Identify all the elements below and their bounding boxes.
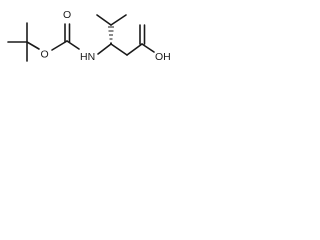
backbone xyxy=(97,43,143,56)
chemical-structure-diagram: O O HN xyxy=(7,9,171,63)
bond-chiral-ch2 xyxy=(110,43,128,56)
bond-nitrogen-chiral-carbon xyxy=(97,43,112,55)
bond-isopropyl-methyl-right xyxy=(110,14,127,26)
isopropyl-group xyxy=(96,14,127,26)
ester-oxygen-label: O xyxy=(41,49,49,61)
bond-acid-hydroxyl xyxy=(141,43,155,53)
amine-label: HN xyxy=(80,51,95,63)
stereo-hashed-wedge xyxy=(108,26,114,44)
carbamate-group xyxy=(51,23,80,51)
bond-ch2-acid-carbon xyxy=(126,43,143,56)
bond-carbonyl-nitrogen xyxy=(66,40,80,50)
bond-tbu-oxygen xyxy=(26,41,40,50)
carboxylic-acid-group xyxy=(139,24,155,53)
carbonyl-oxygen-label: O xyxy=(63,9,71,21)
tert-butyl-group xyxy=(7,22,40,62)
structure-canvas: O O HN xyxy=(0,0,298,104)
hydroxyl-label: OH xyxy=(155,51,171,63)
bond-isopropyl-methyl-left xyxy=(96,14,112,26)
